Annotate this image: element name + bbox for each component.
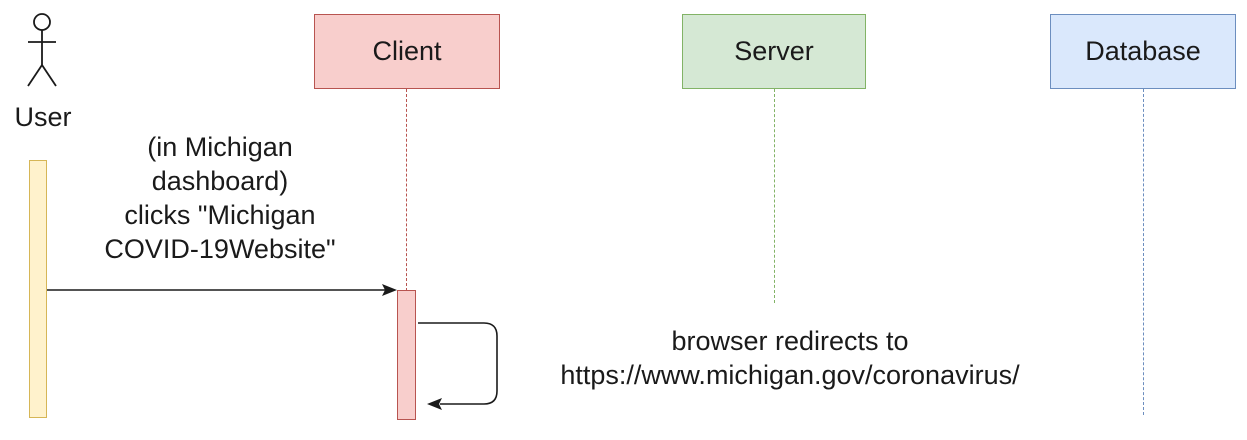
participant-database: Database: [1050, 14, 1236, 89]
client-activation-bar: [397, 290, 416, 420]
user-actor-icon: [27, 13, 57, 87]
message-2-line-1: browser redirects to: [671, 326, 909, 356]
user-activation-bar: [29, 160, 47, 418]
message-1-line-3: clicks "Michigan: [124, 200, 316, 230]
message-1-line-1: (in Michigan: [147, 132, 293, 162]
actor-label: User: [14, 102, 72, 132]
message-2-line-2: https://www.michigan.gov/coronavirus/: [560, 360, 1020, 390]
client-lifeline: [406, 89, 407, 291]
message-label-self-redirect: browser redirects to https://www.michiga…: [505, 324, 1075, 392]
message-1-line-2: dashboard): [151, 166, 289, 196]
database-lifeline: [1143, 89, 1144, 415]
participant-server: Server: [682, 14, 866, 89]
message-arrowhead-user-to-client: [382, 284, 397, 296]
message-label-user-to-client: (in Michigan dashboard) clicks "Michigan…: [60, 130, 380, 266]
participant-client: Client: [314, 14, 500, 89]
message-1-line-4: COVID-19Website": [104, 234, 336, 264]
server-lifeline: [774, 89, 775, 303]
message-arrowhead-self-redirect: [427, 398, 442, 410]
message-arrow-self-redirect: [418, 322, 498, 405]
